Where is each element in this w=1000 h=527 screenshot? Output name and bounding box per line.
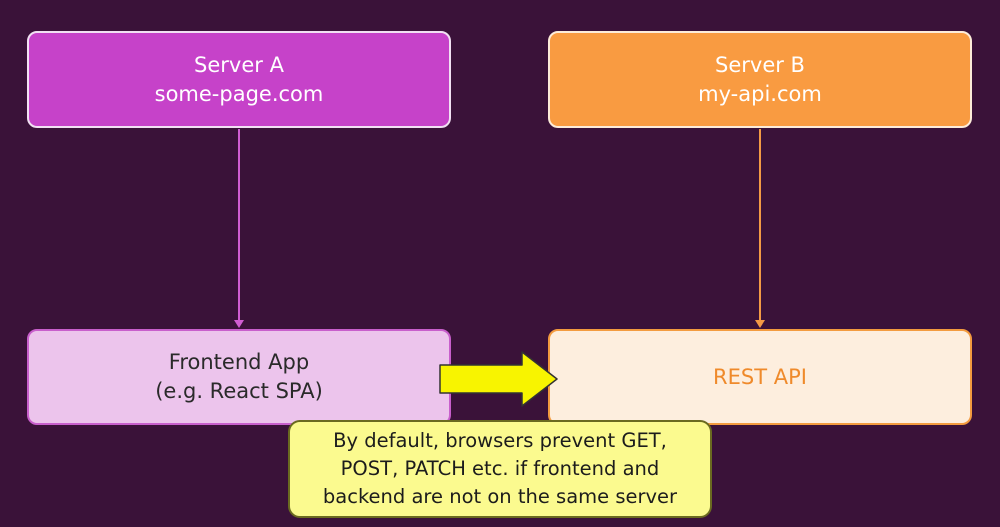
server-a-domain: some-page.com — [154, 81, 324, 106]
server-b-domain: my-api.com — [698, 81, 822, 106]
note-line-1: By default, browsers prevent GET, — [333, 429, 667, 452]
frontend-app-box: Frontend App (e.g. React SPA) — [27, 329, 451, 425]
server-a-arrowhead-icon — [234, 320, 244, 328]
request-arrow-icon — [439, 351, 558, 407]
frontend-title: Frontend App — [168, 350, 310, 374]
rest-api-box: REST API — [548, 329, 972, 425]
frontend-subtitle: (e.g. React SPA) — [155, 379, 323, 403]
note-line-3: backend are not on the same server — [322, 485, 678, 508]
server-b-arrowhead-icon — [755, 320, 765, 328]
server-b-title: Server B — [715, 52, 805, 77]
server-a-title: Server A — [194, 52, 284, 77]
rest-api-title: REST API — [713, 364, 807, 389]
cors-note-box: By default, browsers prevent GET, POST, … — [288, 420, 712, 518]
note-line-2: POST, PATCH etc. if frontend and — [340, 457, 660, 480]
server-a-box: Server A some-page.com — [27, 31, 451, 128]
server-b-box: Server B my-api.com — [548, 31, 972, 128]
